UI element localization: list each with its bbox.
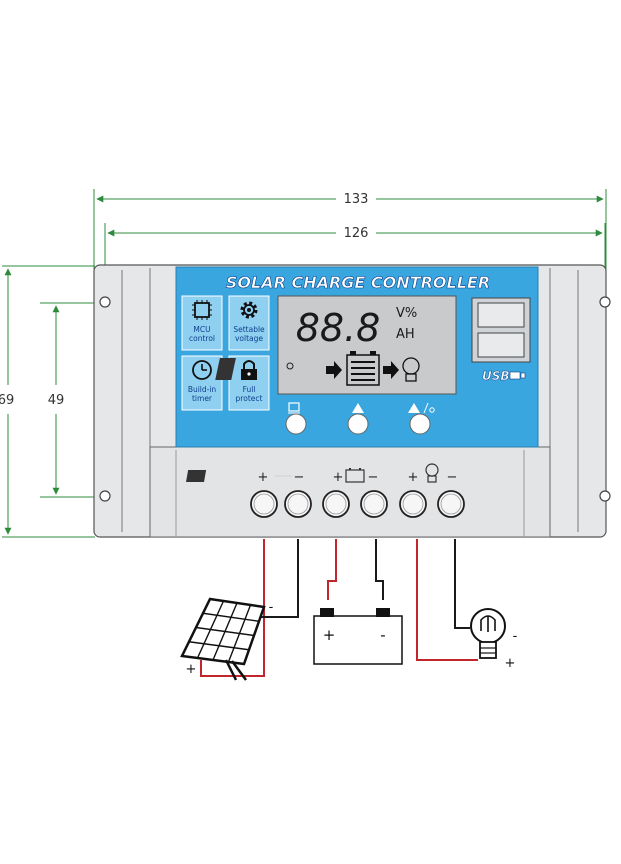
battery-icon: + -	[313, 608, 403, 665]
terminal-screw[interactable]	[399, 490, 427, 518]
usb-port-top	[477, 302, 525, 328]
lcd-battery-icon	[346, 351, 380, 386]
mount-hole-bottom-right	[599, 490, 611, 502]
menu-button[interactable]	[285, 413, 307, 435]
hole-height-label: 49	[48, 393, 65, 408]
overall-width-label: 133	[344, 192, 369, 207]
feature-label-line1: Build-in	[188, 385, 217, 394]
lcd-unit-bottom: AH	[396, 327, 415, 342]
bulb-plus: +	[505, 656, 516, 671]
terminal-screw[interactable]	[360, 490, 388, 518]
battery-minus-wire	[375, 539, 384, 600]
load-minus-wire	[454, 539, 470, 629]
hole-width-label: 126	[344, 226, 369, 241]
dimension-overall-width: 133	[93, 189, 607, 270]
solar-panel-mini-icon	[186, 470, 292, 482]
feature-label-line1: Full	[243, 385, 256, 394]
feature-label-line2: control	[189, 334, 215, 343]
mount-hole-top-left	[99, 296, 111, 308]
setting-button[interactable]	[409, 413, 431, 435]
feature-label-line2: voltage	[235, 334, 263, 343]
lcd-arrow-icon-2	[383, 361, 399, 379]
feature-icons: MCUcontrolSettablevoltageBuild-intimerFu…	[181, 295, 270, 411]
front-buttons	[285, 402, 435, 435]
feature-label-line2: protect	[236, 394, 263, 403]
solar-minus-label: −	[294, 470, 305, 485]
gear-icon	[240, 301, 258, 319]
lcd-digits: 88.8	[296, 306, 381, 350]
solar-panel-plus: +	[186, 662, 197, 677]
feature-label-line1: Settable	[233, 325, 265, 334]
terminal-screw[interactable]	[437, 490, 465, 518]
battery-minus-label: −	[368, 470, 379, 485]
solar-plus-label: +	[258, 470, 269, 485]
lcd-bulb-icon	[402, 357, 420, 382]
feature-label-line2: timer	[192, 394, 213, 403]
feature-label-line1: MCU	[193, 325, 210, 334]
warning-button[interactable]	[347, 413, 369, 435]
lock-icon	[241, 360, 257, 380]
load-minus-label: −	[447, 470, 458, 485]
lcd-sun-panel-icon	[215, 358, 320, 380]
solar-panel-minus: -	[269, 600, 274, 615]
solar-panel-icon: + -	[180, 597, 274, 681]
terminal-screws	[250, 490, 465, 518]
panel-title: SOLAR CHARGE CONTROLLER	[226, 273, 490, 292]
overall-height-label: 69	[0, 393, 14, 408]
clock-icon	[192, 360, 212, 380]
load-plus-label: +	[408, 470, 419, 485]
light-bulb-icon: - +	[470, 608, 518, 671]
bulb-mini-icon	[425, 463, 439, 483]
battery-mini-icon	[345, 468, 365, 483]
solar-minus-wire	[258, 539, 299, 618]
mount-hole-bottom-left	[99, 490, 111, 502]
setting-button-icon	[408, 402, 435, 414]
battery-plus-wire	[327, 539, 337, 600]
battery-plus-label: +	[333, 470, 344, 485]
dimension-hole-height: 49	[40, 302, 103, 498]
terminal-screw[interactable]	[284, 490, 312, 518]
terminal-screw[interactable]	[250, 490, 278, 518]
lcd-display: 88.8 V% AH	[215, 295, 457, 395]
usb-label: USB	[482, 369, 510, 383]
lcd-arrow-icon	[326, 361, 342, 379]
menu-button-icon	[288, 402, 300, 414]
bulb-minus: -	[513, 629, 518, 644]
battery-minus-symbol: -	[380, 626, 385, 644]
dimension-overall-height: 69	[0, 265, 95, 538]
usb-port-bottom	[477, 332, 525, 358]
chip-icon	[192, 300, 212, 320]
terminal-screw[interactable]	[322, 490, 350, 518]
load-plus-wire	[416, 539, 478, 661]
terminal-labels: + − + − + −	[186, 463, 458, 485]
lcd-unit-top: V%	[396, 306, 417, 321]
usb-ports: USB	[471, 297, 531, 383]
battery-plus-symbol: +	[323, 626, 336, 644]
warning-button-icon	[352, 403, 364, 413]
mount-hole-top-right	[599, 296, 611, 308]
dimension-hole-width: 126	[104, 223, 606, 300]
